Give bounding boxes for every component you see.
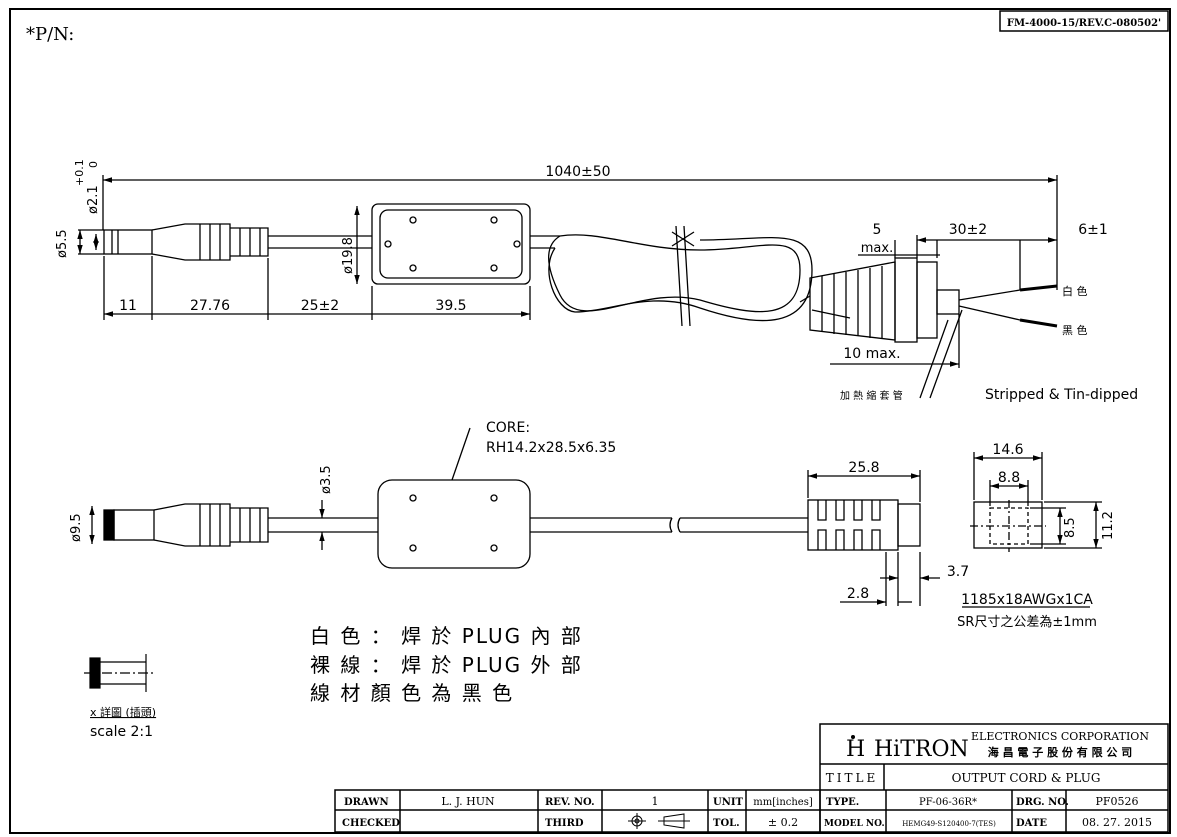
overall-length-dim: 1040±50: [545, 164, 610, 180]
title-label: TITLE: [826, 771, 878, 785]
note-line-2: 裸 線 ： 焊 於 PLUG 外 部: [310, 653, 583, 677]
section-width-dim: 14.6: [992, 442, 1023, 458]
note-line-3: 線 材 顏 色 為 黑 色: [310, 681, 514, 705]
unit-label: UNIT: [713, 797, 744, 808]
relief-length-dim: 25.8: [848, 460, 879, 476]
plug-dia-dim-bottom: ø9.5: [69, 513, 84, 542]
plug-dia-dim: ø5.5: [55, 229, 70, 258]
dim-3-7: 3.7: [947, 564, 969, 580]
dim-27-76: 27.76: [190, 298, 230, 314]
date-label: DATE: [1016, 818, 1047, 829]
rev-label: REV. NO.: [545, 797, 595, 808]
sheet-border: [9, 8, 1171, 834]
core-label: CORE:: [486, 420, 530, 436]
third-label: THIRD: [545, 818, 584, 829]
core-spec: RH14.2x28.5x6.35: [486, 440, 616, 456]
dim-5-max: max.: [861, 241, 893, 256]
dim-10-max: 10 max.: [843, 346, 900, 362]
drawn-value: L. J. HUN: [441, 795, 495, 808]
model-value: HEMG49-S120400-7(TES): [902, 820, 996, 828]
drg-label: DRG. NO.: [1016, 797, 1069, 808]
cable-spec: 1185x18AWGx1CA: [961, 592, 1093, 608]
pin-tol-lower: 0: [87, 161, 100, 168]
shrink-tube-label: 加 熱 縮 套 管: [840, 389, 903, 402]
form-code-box: [999, 10, 1169, 32]
rev-value: 1: [652, 795, 659, 808]
dim-30: 30±2: [949, 222, 987, 238]
dim-6: 6±1: [1078, 222, 1108, 238]
dim-11: 11: [119, 298, 137, 314]
dim-2-8: 2.8: [847, 586, 869, 602]
company-brand: HiTRON: [874, 737, 969, 762]
section-inner-height-dim: 8.5: [1063, 517, 1078, 538]
note-line-1: 白 色 ： 焊 於 PLUG 內 部: [310, 624, 583, 648]
detail-label: x 詳圖 (插頭): [90, 705, 156, 719]
dim-25: 25±2: [301, 298, 339, 314]
tolerance-note: SR尺寸之公差為±1mm: [957, 614, 1097, 630]
tol-label: TOL.: [713, 818, 740, 829]
drawn-label: DRAWN: [344, 797, 389, 808]
detail-plug: [84, 654, 156, 692]
stripped-label: Stripped & Tin-dipped: [985, 387, 1138, 403]
type-label: TYPE.: [826, 797, 859, 808]
pin-tol-upper: +0.1: [73, 159, 86, 186]
company-en: ELECTRONICS CORPORATION: [971, 730, 1149, 743]
title-value: OUTPUT CORD & PLUG: [952, 771, 1101, 785]
dim-5: 5: [873, 222, 882, 238]
bottom-view: [89, 427, 1102, 608]
date-value: 08. 27. 2015: [1082, 816, 1152, 829]
hitron-logo: H: [846, 735, 865, 762]
company-cn: 海 昌 電 子 股 份 有 限 公 司: [988, 745, 1132, 759]
section-height-dim: 11.2: [1101, 511, 1116, 540]
top-view: [77, 175, 1058, 399]
title-block-lines: [334, 723, 1169, 833]
part-number-label: *P/N:: [26, 24, 74, 45]
unit-value: mm[inches]: [753, 797, 813, 808]
detail-scale: scale 2:1: [90, 724, 153, 740]
form-code: FM-4000-15/REV.C-080502': [1007, 18, 1161, 29]
dim-39-5: 39.5: [435, 298, 466, 314]
tol-value: ± 0.2: [768, 816, 798, 829]
third-angle-projection-icon: [628, 813, 690, 829]
section-inner-width-dim: 8.8: [998, 470, 1020, 486]
checked-label: CHECKED: [342, 818, 400, 829]
black-wire-label: 黑 色: [1062, 323, 1088, 337]
white-wire-label: 白 色: [1062, 284, 1088, 298]
drg-value: PF0526: [1095, 795, 1138, 808]
model-label: MODEL NO.: [824, 819, 885, 829]
svg-text:H: H: [846, 737, 865, 762]
core-dia-dim: ø19.8: [341, 237, 356, 274]
pin-dia-dim: ø2.1: [86, 185, 101, 214]
cable-dia-dim: ø3.5: [319, 465, 334, 494]
type-value: PF-06-36R*: [919, 797, 977, 808]
